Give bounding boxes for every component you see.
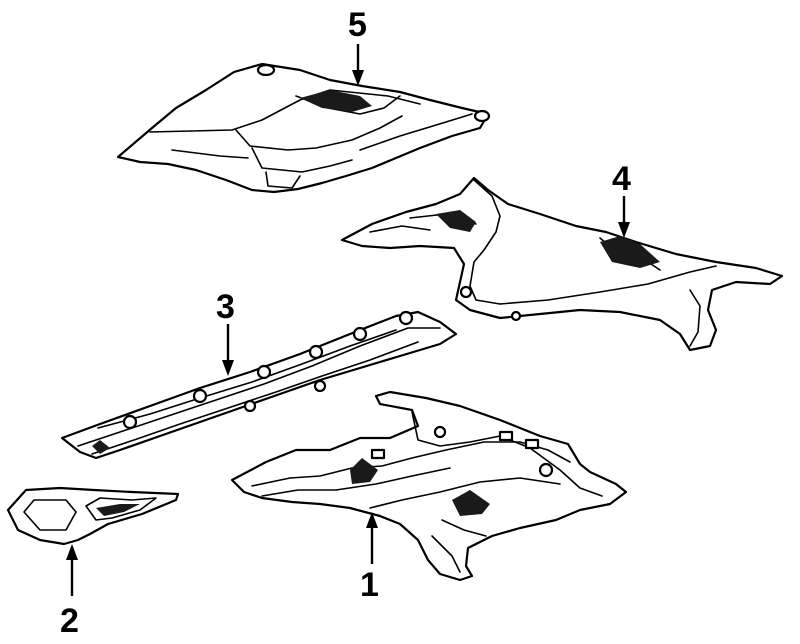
part-5-floor-pan[interactable] [116,62,491,194]
arrowhead [222,360,234,376]
callout-4: 4 [612,160,631,238]
callout-label: 5 [348,6,367,44]
arrowhead [618,222,630,238]
arrowhead [352,70,364,86]
part-1-floor-shield[interactable] [230,390,628,582]
callout-label: 1 [360,566,379,604]
callout-2: 2 [60,544,79,640]
callout-3: 3 [216,288,235,376]
part-4-rear-shield[interactable] [340,176,784,352]
callout-1: 1 [360,512,379,604]
callout-label: 2 [60,602,79,640]
part-2-bracket[interactable] [6,486,180,546]
arrowhead [66,544,78,560]
callout-label: 3 [216,288,235,326]
arrowhead [366,512,378,528]
callout-label: 4 [612,160,631,198]
callout-5: 5 [348,6,367,86]
part-3-tunnel-shield[interactable] [60,310,458,460]
